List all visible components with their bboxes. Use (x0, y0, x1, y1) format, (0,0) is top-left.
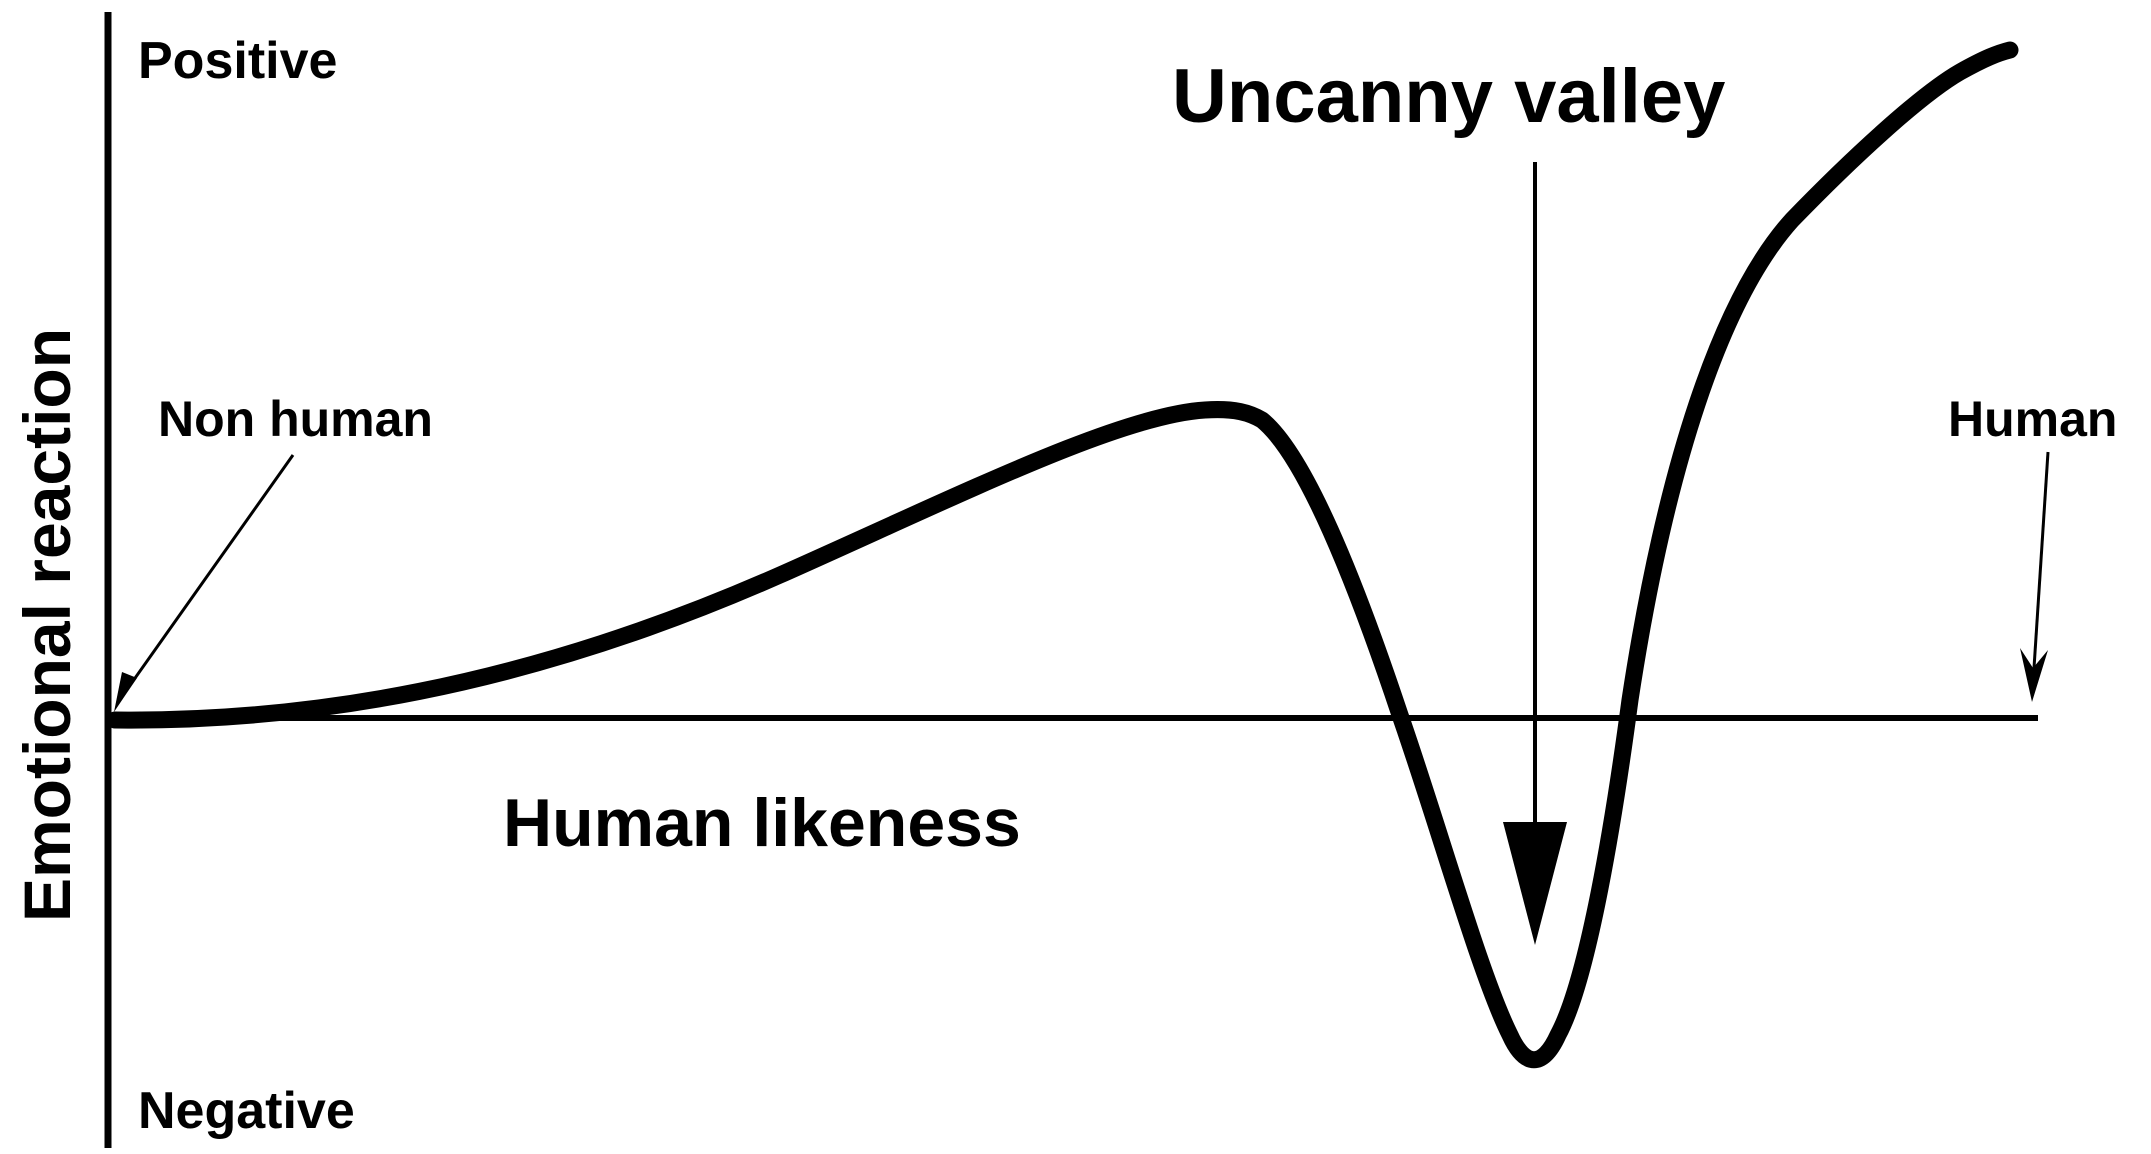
negative-label: Negative (138, 1082, 355, 1140)
x-axis-label: Human likeness (503, 785, 1021, 861)
non-human-label: Non human (158, 391, 433, 447)
uncanny-valley-title: Uncanny valley (1172, 54, 1725, 139)
y-axis-label: Emotional reaction (10, 328, 84, 922)
uncanny-valley-curve (106, 41, 2019, 1069)
non-human-arrow (114, 454, 295, 712)
human-arrow (2020, 451, 2050, 702)
human-label: Human (1948, 391, 2117, 447)
positive-label: Positive (138, 32, 337, 90)
uncanny-valley-arrow (1503, 162, 1567, 945)
